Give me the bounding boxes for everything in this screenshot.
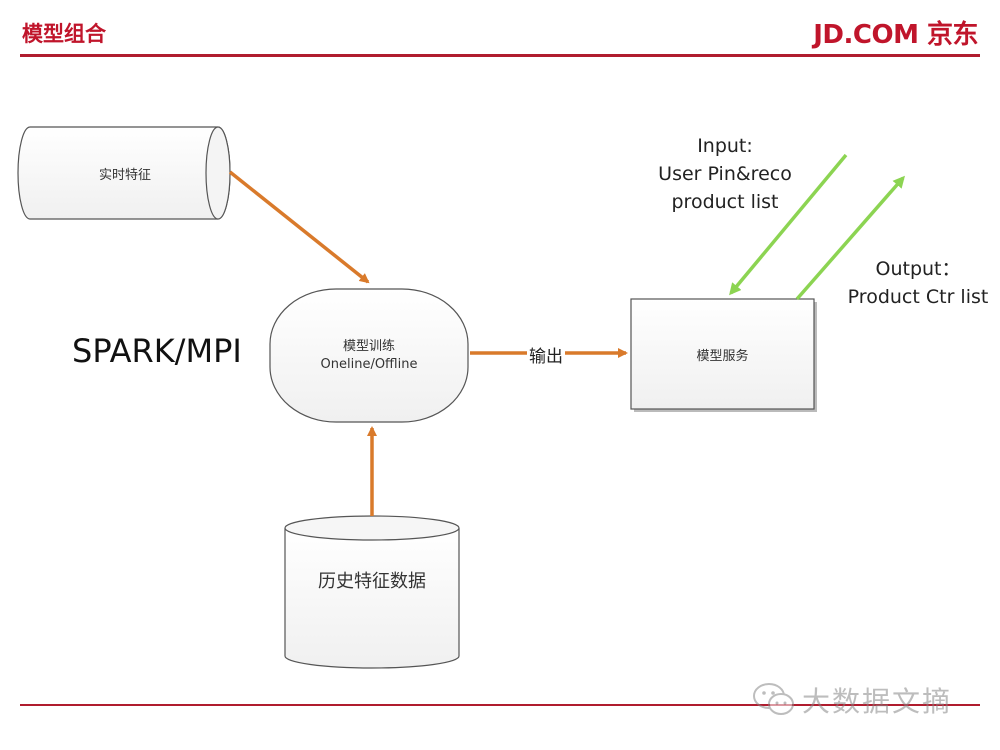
- jd-logo: JD.COM 京东: [813, 20, 978, 50]
- model-training-label: 模型训练: [342, 339, 395, 354]
- framework-label: SPARK/MPI: [72, 332, 242, 370]
- output-note: Output： Product Ctr list: [838, 255, 998, 311]
- input-note-line: Input:: [697, 135, 753, 157]
- input-note-line: product list: [671, 191, 779, 213]
- arrow-realtime-to-training: [228, 170, 370, 284]
- arrow-input-to-service: [729, 153, 848, 296]
- slide-title: 模型组合: [22, 22, 106, 46]
- watermark: 大数据文摘: [752, 680, 952, 720]
- realtime-features-label: 实时特征: [98, 168, 151, 183]
- output-note-line: Output：: [875, 258, 961, 280]
- model-service-node: [630, 298, 817, 412]
- model-training-mode: Oneline/Offline: [320, 357, 418, 372]
- model-training-node: [269, 288, 469, 423]
- arrow-service-to-output: [795, 175, 905, 301]
- output-edge-label: 输出: [527, 342, 565, 367]
- model-service-label: 模型服务: [696, 349, 749, 364]
- watermark-text: 大数据文摘: [802, 685, 953, 718]
- input-note-line: User Pin&reco: [658, 163, 792, 185]
- header-divider: [20, 54, 980, 57]
- wechat-icon: [753, 683, 794, 715]
- output-note-line: Product Ctr list: [847, 286, 989, 308]
- history-data-label: 历史特征数据: [318, 571, 426, 592]
- input-note: Input: User Pin&reco product list: [640, 132, 810, 216]
- footer-divider: [20, 704, 980, 706]
